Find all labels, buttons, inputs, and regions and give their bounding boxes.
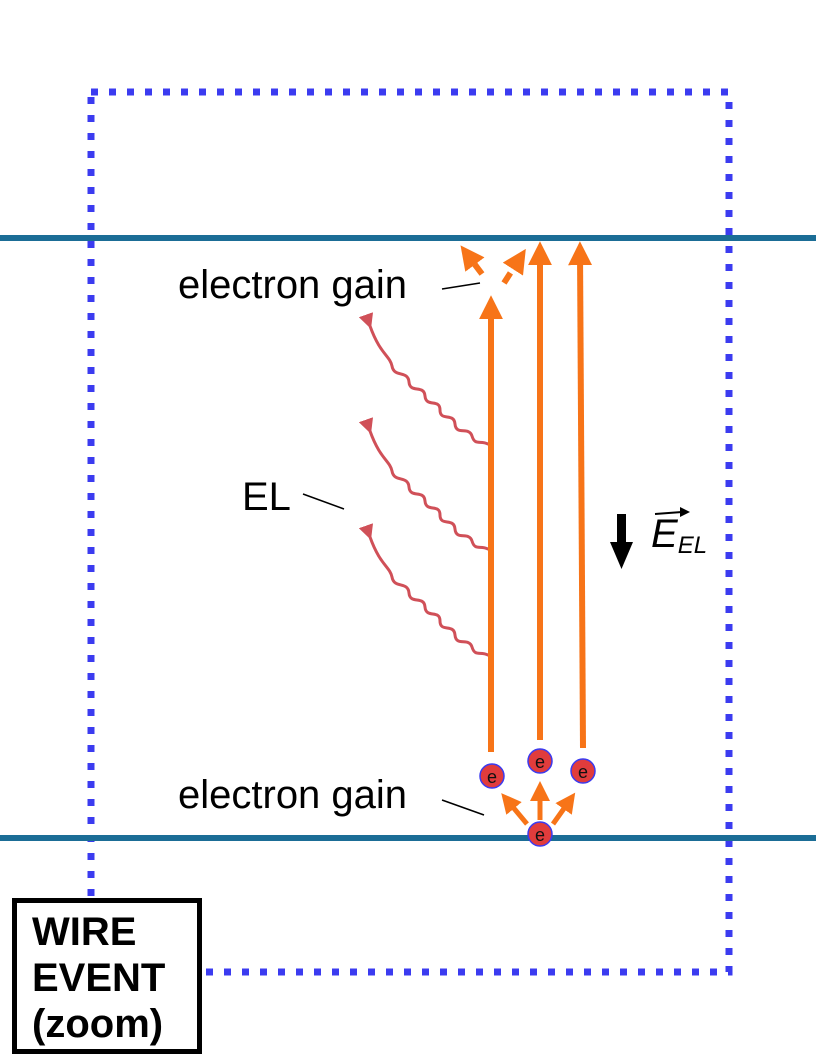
wire-event-label: WIRE EVENT (zoom) bbox=[32, 910, 166, 1046]
down-arrow-icon bbox=[610, 514, 633, 569]
wire-event-zoom-box: WIRE EVENT (zoom) bbox=[12, 898, 202, 1054]
photon-wave-icon bbox=[358, 312, 490, 446]
electron-icon: e bbox=[479, 763, 505, 789]
electron-icon: e bbox=[570, 758, 596, 784]
bottom-gain-arrows bbox=[501, 781, 576, 826]
top-gain-arrows bbox=[460, 245, 526, 285]
el-label: EL bbox=[242, 475, 291, 519]
electron-drift-paths bbox=[479, 241, 593, 752]
electron-label: e bbox=[535, 825, 545, 845]
drift-path-right bbox=[568, 241, 593, 749]
electron-gain-bottom-label: electron gain bbox=[178, 773, 408, 817]
electron-icon: e bbox=[527, 748, 553, 774]
photon-wave-icon bbox=[358, 523, 490, 657]
electron-icon: e bbox=[527, 821, 553, 847]
zoom-frame bbox=[87, 88, 733, 976]
electron-label: e bbox=[487, 767, 497, 787]
electron-gain-top-label: electron gain bbox=[178, 263, 408, 307]
field-symbol: E bbox=[651, 512, 678, 556]
gain-top-leader bbox=[441, 282, 481, 290]
el-leader bbox=[302, 493, 345, 510]
photon-wave-icon bbox=[358, 417, 490, 551]
electron-label: e bbox=[578, 762, 588, 782]
field-subscript: EL bbox=[677, 532, 708, 559]
electric-field-label: EEL bbox=[651, 512, 707, 560]
electron-label: e bbox=[535, 752, 545, 772]
gain-bottom-leader bbox=[441, 799, 485, 816]
vector-arrow-icon bbox=[654, 507, 690, 517]
